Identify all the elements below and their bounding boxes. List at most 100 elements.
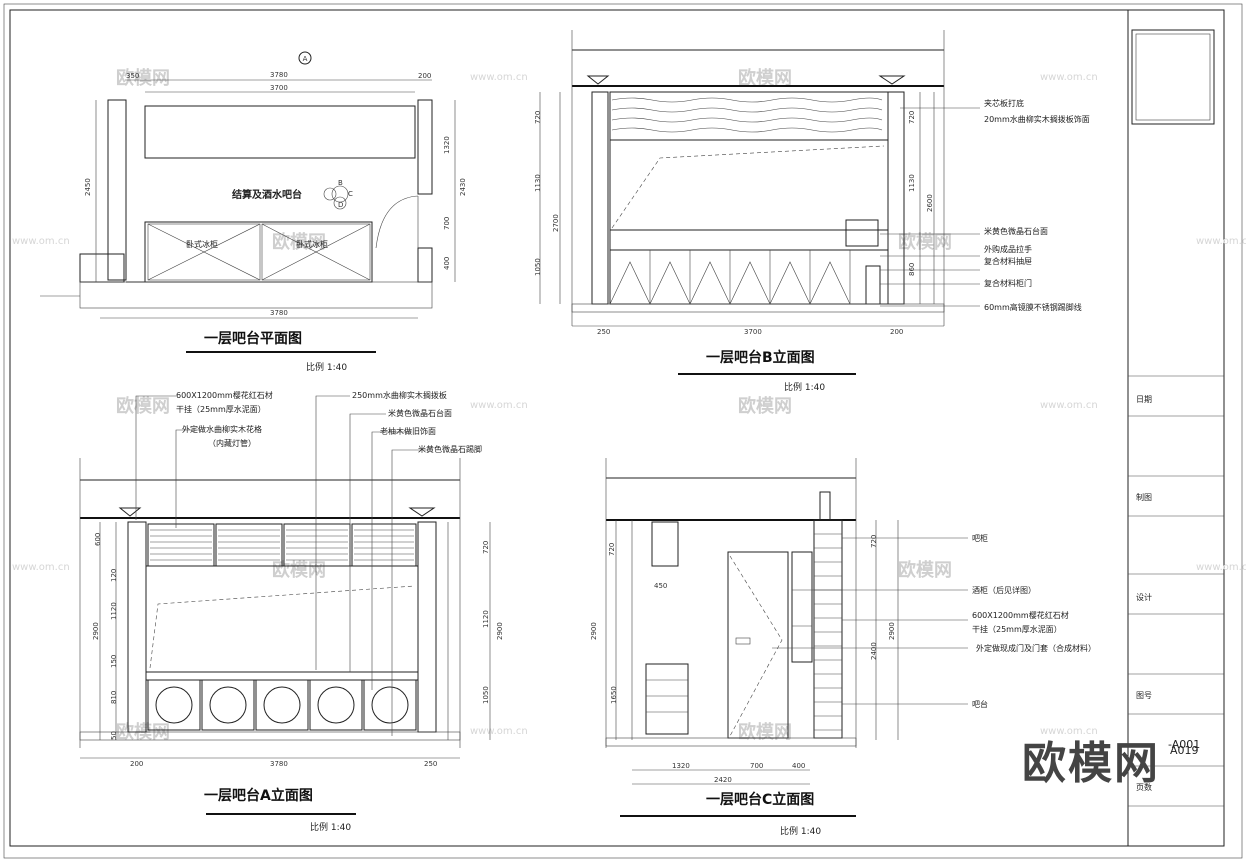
b-dim-right-1: 720 <box>908 111 916 124</box>
a-dim-right-total: 2900 <box>496 622 504 640</box>
a-dim-bottom-3: 250 <box>424 760 437 768</box>
a-dim-right-3: 1050 <box>482 686 490 704</box>
dim-top2: 3700 <box>270 84 288 92</box>
c-dim-w1: 450 <box>654 582 667 590</box>
b-mirror-zone <box>609 139 889 231</box>
plan-left-wall <box>107 99 127 281</box>
c-note-2: 酒柜（后见详图） <box>972 585 1036 595</box>
a-note-3: 外定做水曲柳实木花格 <box>182 424 262 434</box>
elevA-scale: 比例 1:40 <box>310 821 351 833</box>
b-dim-right-total: 2600 <box>926 194 934 212</box>
a-left-column <box>127 521 147 733</box>
plan-back-counter <box>144 105 416 159</box>
plan-front-counter <box>126 221 373 283</box>
c-note-5: 外定做现成门及门套（合成材料） <box>976 643 1096 653</box>
tb-date-label: 日期 <box>1136 395 1152 404</box>
a-dim-right-2: 1120 <box>482 610 490 628</box>
a-note-2: 干挂（25mm厚水泥面） <box>176 404 266 414</box>
b-dim-left-3: 1050 <box>534 258 542 276</box>
a-leaders <box>135 395 432 736</box>
watermark-url: www.om.cn <box>1040 72 1098 83</box>
tb-drawing-no: -A001 <box>1168 738 1200 751</box>
b-pc-tower <box>865 265 881 305</box>
watermark-brand: 欧模网 <box>898 559 952 581</box>
b-dim-bottom-1: 250 <box>597 328 610 336</box>
watermark-url: www.om.cn <box>470 726 528 737</box>
a-mirror-zone <box>145 565 419 673</box>
fridge-left <box>147 223 261 281</box>
c-dim-left-2: 1650 <box>610 686 618 704</box>
title-block-logo-inner <box>1135 33 1211 121</box>
watermark-url: www.om.cn <box>470 72 528 83</box>
b-right-column <box>887 91 905 305</box>
a-note-8: 米黄色微晶石踢脚 <box>418 444 482 454</box>
a-lattice <box>147 523 417 567</box>
plan-center-label: 结算及酒水吧台 <box>232 188 302 201</box>
b-note-6: 复合材料柜门 <box>984 278 1032 288</box>
c-dim-left-total: 2900 <box>590 622 598 640</box>
plan-right-wall-upper <box>417 99 433 195</box>
a-dim-left-4: 150 <box>110 655 118 668</box>
c-bar-cabinet <box>651 521 679 567</box>
watermark-brand: 欧模网 <box>116 67 170 89</box>
c-door-handle <box>735 637 751 645</box>
c-note-4: 干挂（25mm厚水泥面） <box>972 624 1062 634</box>
a-note-5: 250mm水曲柳实木搁拨板 <box>352 390 447 400</box>
section-marker <box>298 51 312 65</box>
corner-logo: 欧模网 <box>1022 738 1160 789</box>
a-dim-bottom-1: 200 <box>130 760 143 768</box>
watermark-url: www.om.cn <box>12 236 70 247</box>
watermark-brand: 欧模网 <box>738 67 792 89</box>
plan-scale: 比例 1:40 <box>306 361 347 373</box>
elevB-scale: 比例 1:40 <box>784 381 825 393</box>
c-stone-column <box>813 519 843 739</box>
b-dim-right-3: 860 <box>908 263 916 276</box>
dim-left-small: 350 <box>126 72 139 80</box>
b-note-2: 20mm水曲柳实木搁拨板饰面 <box>984 114 1090 124</box>
a-countertop <box>145 671 419 681</box>
c-dim-left-1: 720 <box>608 543 616 556</box>
dim-r2: 700 <box>443 217 451 230</box>
view-tag-c-label: C <box>348 190 353 198</box>
dim-bottom: 3780 <box>270 309 288 317</box>
sheet-border <box>3 3 1243 859</box>
c-dim-right-1: 720 <box>870 535 878 548</box>
a-dim-bottom-2: 3780 <box>270 760 288 768</box>
watermark-brand: 欧模网 <box>116 395 170 417</box>
a-dim-left-5: 810 <box>110 691 118 704</box>
section-marker-label: A <box>303 55 308 63</box>
elevC-scale: 比例 1:40 <box>780 825 821 837</box>
b-dim-right-2: 1130 <box>908 174 916 192</box>
tb-drawing-no-2: A019 <box>1170 744 1199 757</box>
b-monitor <box>845 219 879 247</box>
c-bar-counter <box>645 663 689 735</box>
watermark-url: www.om.cn <box>12 562 70 573</box>
view-tag-b-label: B <box>338 179 343 187</box>
fridge-left-label: 卧式冰柜 <box>186 239 218 249</box>
plan-title: 一层吧台平面图 <box>204 330 302 347</box>
watermark-brand: 欧模网 <box>898 231 952 253</box>
elevA-title: 一层吧台A立面图 <box>204 787 313 804</box>
c-note-3: 600X1200mm樱花红石材 <box>972 610 1069 620</box>
elevC-title: 一层吧台C立面图 <box>706 791 814 808</box>
watermark-url: www.om.cn <box>470 400 528 411</box>
b-note-7: 60mm高镜膜不锈钢踢脚线 <box>984 302 1082 312</box>
watermark-brand: 欧模网 <box>738 395 792 417</box>
dim-left-h: 2450 <box>84 178 92 196</box>
a-floor <box>79 731 461 741</box>
elevation-b: 720 1130 1050 2700 720 1130 860 2600 250… <box>534 30 1090 393</box>
view-tag-d-label: D <box>338 201 343 209</box>
b-left-column <box>591 91 609 305</box>
b-note-4: 外购成品拉手 <box>984 244 1032 254</box>
c-door <box>727 551 789 739</box>
a-note-6: 米黄色微晶石台面 <box>388 408 452 418</box>
a-dim-left-1: 600 <box>94 533 102 546</box>
b-dim-left-total: 2700 <box>552 214 560 232</box>
c-note-6: 吧台 <box>972 699 988 709</box>
tb-design-label: 设计 <box>1136 592 1152 602</box>
b-dim-left-2: 1130 <box>534 174 542 192</box>
a-spotlight-left <box>118 507 142 517</box>
watermarks: 欧模网 www.om.cn 欧模网 www.om.cn www.om.cn 欧模… <box>12 67 1246 743</box>
a-note-4: （内藏灯管） <box>208 438 256 448</box>
